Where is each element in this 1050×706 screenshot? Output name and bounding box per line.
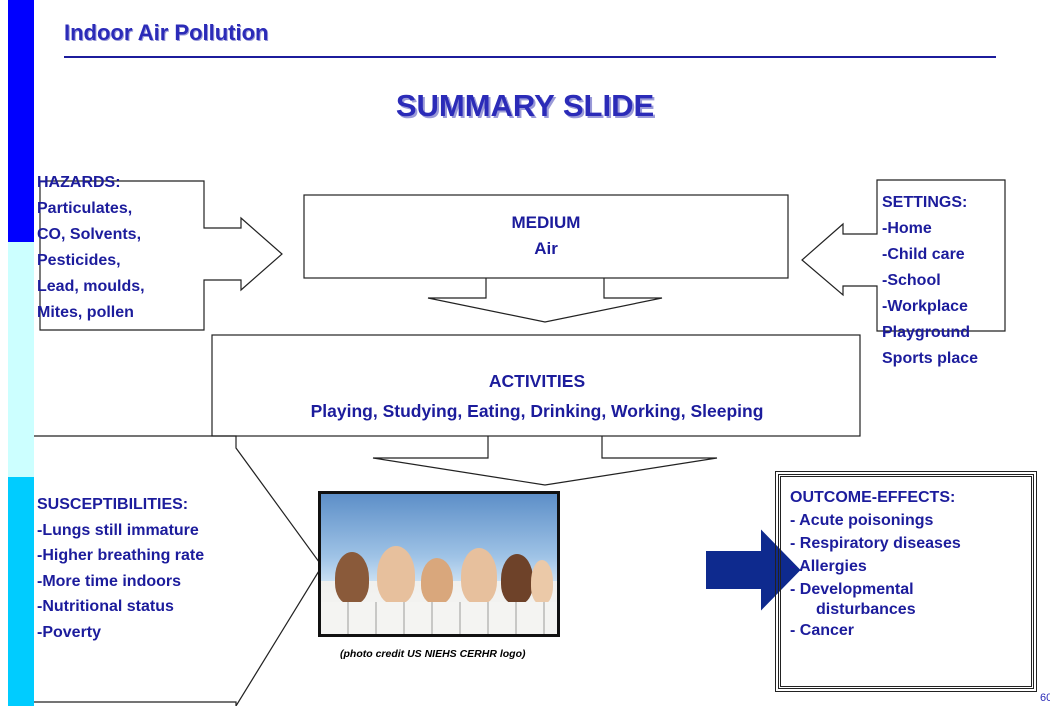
side-bar-light-cyan bbox=[8, 242, 34, 477]
setting-item: -Workplace bbox=[882, 298, 968, 315]
hazard-item: Particulates, bbox=[37, 200, 133, 217]
baby-figure bbox=[335, 552, 369, 604]
hazards-arrow bbox=[39, 180, 283, 331]
side-bar-dark-blue bbox=[8, 0, 34, 242]
medium-text: MEDIUM Air bbox=[304, 210, 788, 262]
side-bar-cyan bbox=[8, 477, 34, 706]
hazards-text: HAZARDS: Particulates, CO, Solvents, Pes… bbox=[37, 170, 145, 326]
activities-value: Playing, Studying, Eating, Drinking, Wor… bbox=[310, 401, 764, 421]
setting-item: -Home bbox=[882, 220, 932, 237]
hazard-item: Pesticides, bbox=[37, 252, 121, 269]
photo-credit: (photo credit US NIEHS CERHR logo) bbox=[340, 648, 526, 660]
activities-box bbox=[211, 334, 861, 437]
susceptibilities-label: SUSCEPTIBILITIES: bbox=[37, 496, 189, 513]
setting-item: -Child care bbox=[882, 246, 965, 263]
outcome-arrow bbox=[704, 524, 804, 616]
activities-label: ACTIVITIES bbox=[488, 371, 586, 391]
title-divider bbox=[64, 56, 996, 58]
outcome-effects-text: OUTCOME-EFFECTS: - Acute poisonings - Re… bbox=[790, 486, 961, 642]
baby-figure bbox=[501, 554, 533, 604]
susceptibility-item: -Poverty bbox=[37, 623, 102, 641]
hazard-item: Lead, moulds, bbox=[37, 278, 145, 295]
hazard-item: CO, Solvents, bbox=[37, 226, 142, 243]
page-number: 60 bbox=[1040, 692, 1050, 704]
baby-figure bbox=[377, 546, 415, 604]
outcome-effects-label: OUTCOME-EFFECTS: bbox=[790, 489, 956, 506]
medium-down-arrow bbox=[427, 278, 663, 323]
activities-down-arrow bbox=[372, 436, 718, 486]
setting-item: -School bbox=[882, 272, 941, 289]
susceptibility-item: -Higher breathing rate bbox=[37, 547, 205, 564]
page-title: Indoor Air Pollution bbox=[64, 20, 269, 45]
outcome-item: - Developmental bbox=[790, 581, 914, 598]
susceptibilities-text: SUSCEPTIBILITIES: -Lungs still immature … bbox=[37, 492, 204, 645]
medium-box bbox=[303, 194, 789, 279]
outcome-effects-box bbox=[775, 471, 1037, 692]
fence bbox=[321, 602, 557, 634]
baby-figure bbox=[421, 558, 453, 604]
babies-photo bbox=[318, 491, 560, 637]
medium-value: Air bbox=[534, 239, 558, 258]
setting-item: Playground bbox=[882, 324, 971, 341]
outcome-item: - Acute poisonings bbox=[790, 512, 934, 529]
setting-item: Sports place bbox=[882, 350, 979, 367]
settings-text: SETTINGS: -Home -Child care -School -Wor… bbox=[882, 190, 978, 372]
medium-label: MEDIUM bbox=[511, 213, 581, 232]
outcome-item: - Respiratory diseases bbox=[790, 535, 961, 552]
activities-text: ACTIVITIES Playing, Studying, Eating, Dr… bbox=[214, 366, 860, 426]
susceptibility-item: -More time indoors bbox=[37, 572, 182, 590]
baby-figure bbox=[531, 560, 553, 604]
settings-label: SETTINGS: bbox=[882, 194, 968, 211]
hazards-label: HAZARDS: bbox=[37, 174, 121, 191]
outcome-item: disturbances bbox=[816, 601, 916, 618]
hazard-item: Mites, pollen bbox=[37, 304, 134, 321]
outcome-item: - Allergies bbox=[790, 558, 867, 575]
susceptibility-item: -Nutritional status bbox=[37, 598, 174, 615]
baby-figure bbox=[461, 548, 497, 604]
susceptibility-item: -Lungs still immature bbox=[37, 521, 199, 539]
settings-arrow bbox=[801, 179, 1006, 332]
outcome-item: - Cancer bbox=[790, 622, 855, 639]
slide-heading: SUMMARY SLIDE bbox=[395, 88, 655, 123]
